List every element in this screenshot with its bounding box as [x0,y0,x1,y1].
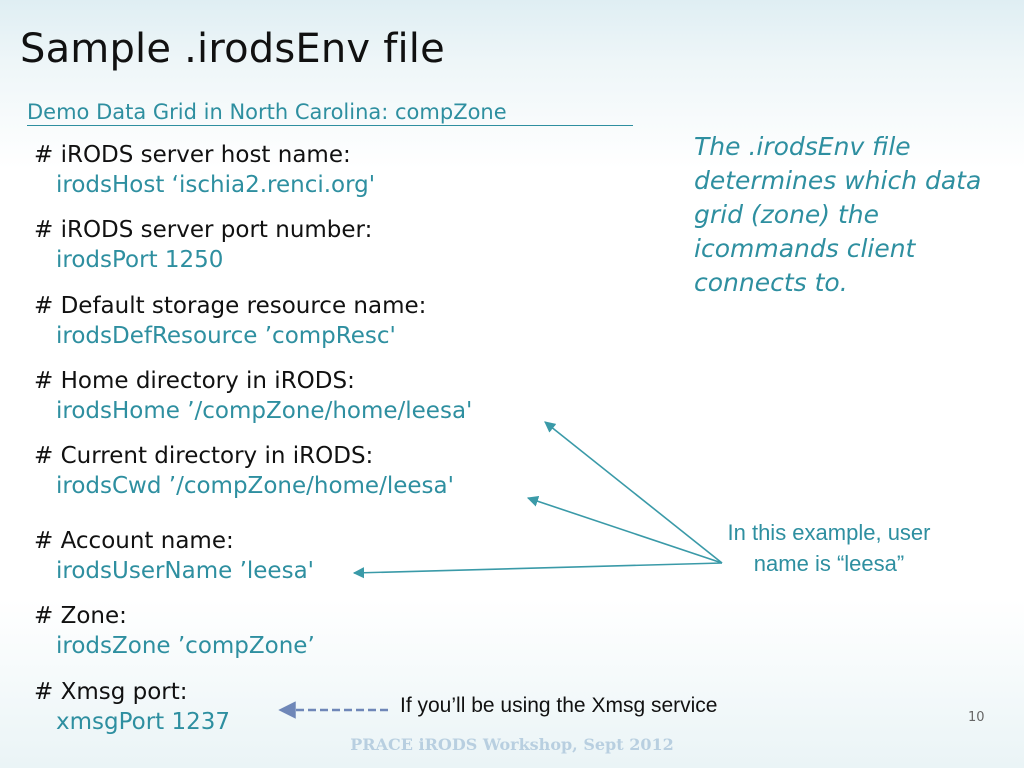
xmsg-note: If you’ll be using the Xmsg service [400,694,718,717]
entry-home: # Home directory in iRODS: irodsHome ’/c… [34,366,472,426]
entry-value: irodsHome ’/compZone/home/leesa' [56,398,473,424]
entry-resource: # Default storage resource name: irodsDe… [34,291,426,351]
entry-comment: # Current directory in iRODS: [34,443,374,469]
entry-comment: # Default storage resource name: [34,293,427,319]
entry-port: # iRODS server port number: irodsPort 12… [34,215,372,275]
entry-username: # Account name: irodsUserName ’leesa' [34,526,314,586]
entry-value: irodsPort 1250 [56,247,224,273]
entry-value: irodsZone ’compZone’ [56,633,315,659]
entry-comment: # Zone: [34,603,127,629]
entry-host: # iRODS server host name: irodsHost ‘isc… [34,140,375,200]
entry-comment: # iRODS server port number: [34,217,373,243]
entry-value: irodsUserName ’leesa' [56,558,314,584]
arrow-to-home [544,421,723,564]
entry-value: irodsDefResource ’compResc' [56,323,396,349]
entry-xmsg: # Xmsg port: xmsgPort 1237 [34,677,230,737]
page-number: 10 [968,710,985,725]
slide-title: Sample .irodsEnv file [20,26,445,72]
footer-text: PRACE iRODS Workshop, Sept 2012 [350,735,674,754]
username-callout: In this example, user name is “leesa” [727,520,931,576]
entry-comment: # iRODS server host name: [34,142,351,168]
entry-value: xmsgPort 1237 [56,709,231,735]
entry-comment: # Account name: [34,528,234,554]
entry-zone: # Zone: irodsZone ’compZone’ [34,601,315,661]
arrow-to-cwd [526,495,723,564]
entry-value: irodsCwd ’/compZone/home/leesa' [56,473,454,499]
entry-comment: # Xmsg port: [34,679,188,705]
side-note: The .irodsEnv file determines which data… [694,132,982,297]
entry-comment: # Home directory in iRODS: [34,368,355,394]
entry-cwd: # Current directory in iRODS: irodsCwd ’… [34,441,454,501]
slide-subtitle: Demo Data Grid in North Carolina: compZo… [27,100,633,126]
arrow-to-username [352,562,723,579]
entry-value: irodsHost ‘ischia2.renci.org' [56,172,376,198]
